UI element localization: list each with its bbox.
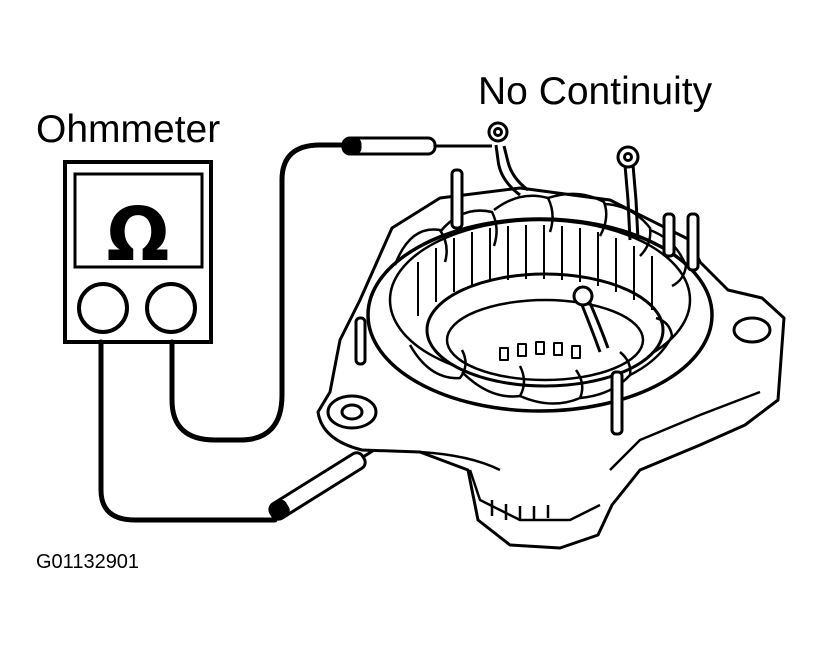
- lower-lead-wire: [98, 339, 278, 523]
- mounting-hole-right: [732, 316, 772, 344]
- stator-laminations: [417, 225, 653, 316]
- winding-end-turns-bottom: [408, 316, 674, 405]
- ohmmeter-jack-right: [145, 282, 197, 334]
- test-leads: [98, 142, 348, 523]
- ohmmeter-jack-left: [77, 282, 129, 334]
- bore-terminals: [499, 341, 581, 361]
- result-label: No Continuity: [478, 70, 713, 113]
- upper-probe: [341, 136, 492, 156]
- alternator-stator: [316, 121, 786, 550]
- ohmmeter: Ω: [63, 160, 213, 344]
- figure-id: G01132901: [36, 551, 140, 573]
- winding-end-turns-top: [393, 192, 688, 288]
- vent-slots: [490, 500, 550, 521]
- stator-leads: [354, 121, 700, 436]
- stator-bore: [425, 272, 665, 388]
- ohmmeter-label: Ohmmeter: [36, 108, 221, 151]
- terminal-stud-4: [354, 316, 367, 366]
- ohm-symbol-icon: Ω: [107, 192, 170, 278]
- terminal-stud-5: [610, 370, 624, 436]
- upper-lead-wire: [169, 142, 348, 443]
- terminal-stud-3: [686, 212, 700, 272]
- ohmmeter-display: [73, 172, 204, 269]
- lead-ring-terminal-3: [572, 285, 594, 307]
- terminal-stud-2: [662, 212, 676, 258]
- terminal-stud-1: [450, 168, 464, 230]
